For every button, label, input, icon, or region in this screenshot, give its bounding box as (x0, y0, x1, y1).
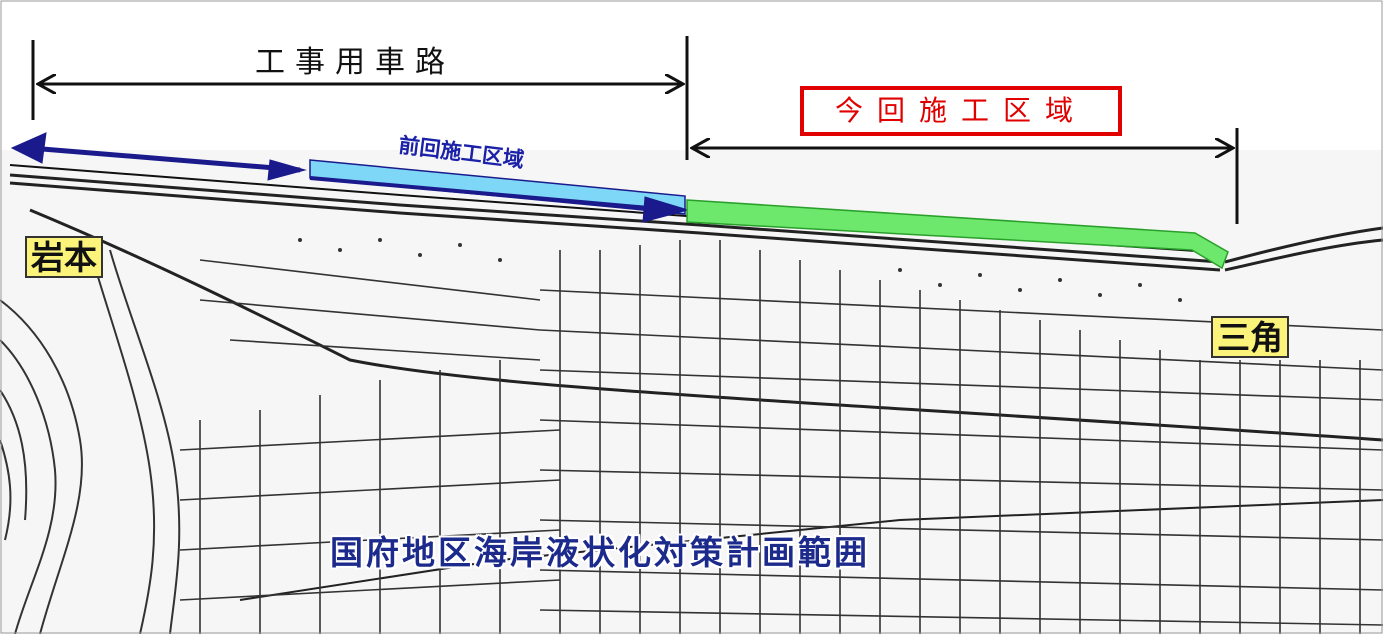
previous-work-area-arrow (10, 132, 690, 223)
current-work-area-band (686, 199, 1229, 270)
place-label-misumi: 三角 (1211, 316, 1289, 358)
settlement-blocks (179, 240, 1383, 634)
plan-area-label: 国府地区海岸液状化対策計画範囲 (330, 533, 870, 572)
field-symbols (298, 238, 1182, 302)
construction-road-dimension (31, 36, 689, 160)
place-label-iwamoto: 岩本 (25, 236, 103, 278)
previous-work-area-band (309, 159, 686, 215)
map-roads (9, 173, 1383, 601)
construction-road-label: 工事用車路 (255, 45, 455, 80)
hillside-contours (0, 249, 181, 634)
current-work-area-dimension (692, 128, 1239, 224)
current-work-area-label: 今回施工区域 (800, 86, 1122, 136)
